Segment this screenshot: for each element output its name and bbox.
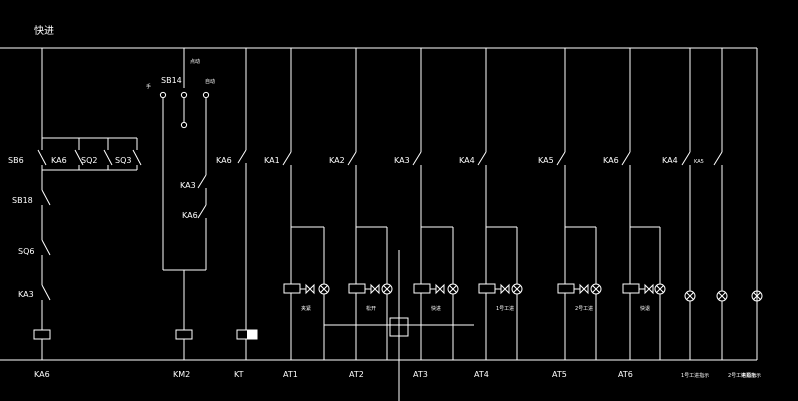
contact-label-branch-2: KA2 bbox=[329, 156, 345, 165]
branch-function-label-3: 快进 bbox=[431, 305, 441, 312]
bottom-label-1: KA6 bbox=[34, 370, 50, 379]
contact-label-branch-3: KA3 bbox=[394, 156, 410, 165]
contact-label-ka3-col2: KA3 bbox=[180, 181, 196, 190]
rung-kt bbox=[236, 48, 258, 360]
selector-label: SB14 bbox=[161, 76, 182, 85]
selector-terminal-left bbox=[159, 91, 167, 99]
selector-pos-left: 手 bbox=[146, 83, 151, 90]
contact-label-sq3: SQ3 bbox=[115, 156, 131, 165]
bottom-label-9: AT6 bbox=[618, 370, 633, 379]
branch-at1: KA1 夹紧 bbox=[264, 48, 330, 360]
branch-at2: KA2 松开 bbox=[329, 48, 393, 360]
indicator-lamps: KA4 KA5 bbox=[662, 48, 763, 360]
bottom-label-8: AT5 bbox=[552, 370, 567, 379]
lamp-icon bbox=[654, 283, 666, 295]
contact-label-branch-1: KA1 bbox=[264, 156, 280, 165]
selector-terminal-right bbox=[202, 91, 210, 99]
lamp-icon bbox=[716, 290, 728, 302]
contact-label-ka6-col3: KA6 bbox=[216, 156, 232, 165]
contact-label-sb18: SB18 bbox=[12, 196, 33, 205]
valve-icon bbox=[500, 283, 510, 295]
bottom-label-4: AT1 bbox=[283, 370, 298, 379]
lamp-icon bbox=[318, 283, 330, 295]
contact-label-ka3-col1: KA3 bbox=[18, 290, 34, 299]
diagram-title: 快进 bbox=[34, 25, 54, 37]
branch-group: KA1 夹紧 KA2 松开 KA3 快进 KA4 1号工进 KA5 2号工进 KA6 快退 bbox=[264, 48, 666, 360]
overlay-lines bbox=[324, 250, 474, 401]
branch-function-label-4: 1号工进 bbox=[496, 305, 514, 312]
contact-label-ka6-col2: KA6 bbox=[182, 211, 198, 220]
rung-km2 bbox=[159, 48, 210, 360]
lamp-icon bbox=[381, 283, 393, 295]
indicator-rung-2: KA5 bbox=[694, 48, 728, 360]
bottom-labels: KA6 KM2 KT AT1 AT2 AT3 AT4 AT5 AT6 1号工进指示 2号工进指示电源… bbox=[34, 370, 761, 379]
contact-label-branch-4: KA4 bbox=[459, 156, 475, 165]
contact-label-sq2: SQ2 bbox=[81, 156, 97, 165]
valve-icon bbox=[579, 283, 589, 295]
lamp-icon bbox=[684, 290, 696, 302]
bottom-label-12: 电源指示 bbox=[741, 372, 761, 379]
bottom-label-6: AT3 bbox=[413, 370, 428, 379]
branch-at3: KA3 快进 bbox=[394, 48, 459, 360]
indicator-rung-3 bbox=[751, 290, 763, 360]
branch-function-label-6: 快退 bbox=[640, 305, 650, 312]
coil-ka6 bbox=[33, 329, 51, 340]
contact-label-indicator-2: KA5 bbox=[694, 159, 704, 165]
selector-common bbox=[180, 121, 188, 129]
contact-label-branch-6: KA6 bbox=[603, 156, 619, 165]
relay-coil-3 bbox=[413, 283, 431, 294]
valve-icon bbox=[435, 283, 445, 295]
bottom-label-5: AT2 bbox=[349, 370, 364, 379]
branch-function-label-2: 松开 bbox=[366, 305, 376, 312]
bottom-label-10: 1号工进指示 bbox=[681, 372, 709, 379]
relay-coil-6 bbox=[622, 283, 640, 294]
valve-icon bbox=[370, 283, 380, 295]
selector-pos-middle: 点动 bbox=[190, 58, 200, 65]
branch-function-label-1: 夹紧 bbox=[301, 305, 311, 312]
lamp-icon bbox=[590, 283, 602, 295]
branch-at5: KA5 2号工进 bbox=[538, 48, 602, 360]
contact-label-sb6: SB6 bbox=[8, 156, 24, 165]
branch-at6: KA6 快退 bbox=[603, 48, 666, 360]
relay-coil-1 bbox=[283, 283, 301, 294]
selector-terminal-middle bbox=[180, 91, 188, 99]
contact-label-sq6: SQ6 bbox=[18, 247, 34, 256]
bottom-label-3: KT bbox=[234, 370, 244, 379]
relay-coil-2 bbox=[348, 283, 366, 294]
indicator-rung-1: KA4 bbox=[662, 48, 696, 360]
contact-label-ka6-par: KA6 bbox=[51, 156, 67, 165]
relay-coil-4 bbox=[478, 283, 496, 294]
rung-ka6 bbox=[33, 48, 142, 360]
lamp-icon bbox=[447, 283, 459, 295]
lamp-icon bbox=[511, 283, 523, 295]
coil-km2 bbox=[175, 329, 193, 340]
bottom-label-2: KM2 bbox=[173, 370, 190, 379]
relay-coil-5 bbox=[557, 283, 575, 294]
branch-at4: KA4 1号工进 bbox=[459, 48, 523, 360]
contact-label-indicator-1: KA4 bbox=[662, 156, 678, 165]
selector-pos-right: 自动 bbox=[205, 78, 215, 85]
bottom-label-11: 2号工进指示 bbox=[728, 372, 756, 379]
valve-icon bbox=[305, 283, 315, 295]
branch-function-label-5: 2号工进 bbox=[575, 305, 593, 312]
valve-icon bbox=[644, 283, 654, 295]
contact-label-branch-5: KA5 bbox=[538, 156, 554, 165]
bottom-label-7: AT4 bbox=[474, 370, 489, 379]
